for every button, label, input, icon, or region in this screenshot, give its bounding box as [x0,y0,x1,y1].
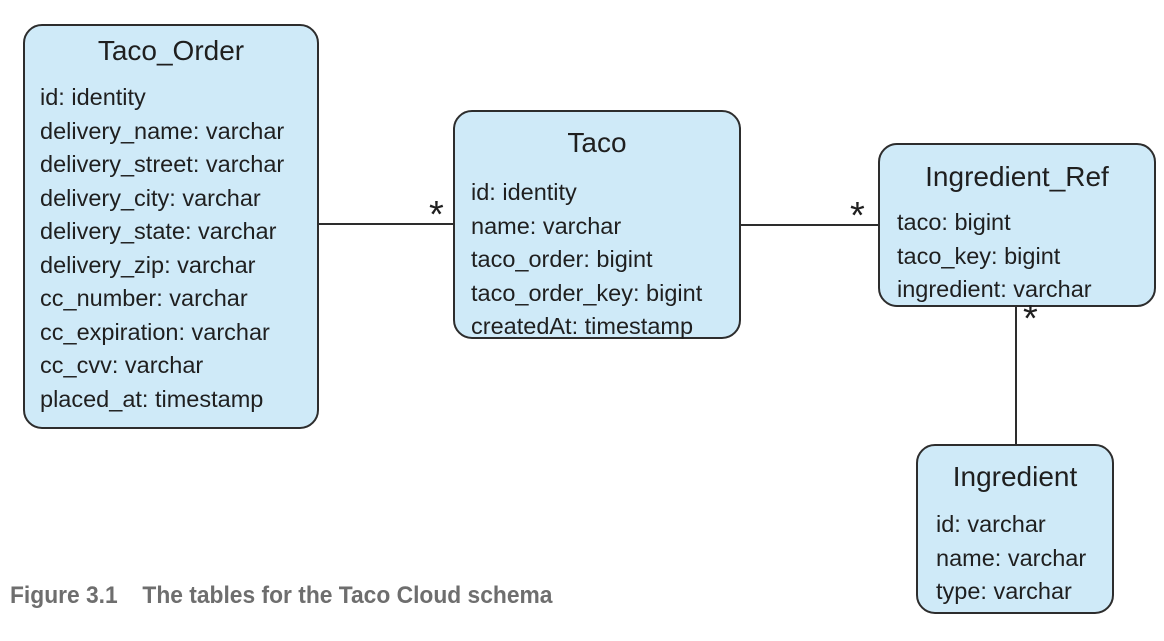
relation-line-taco-order-taco [319,223,453,225]
entity-taco-order: Taco_Order id: identity delivery_name: v… [23,24,319,429]
field-row: id: identity [40,84,146,110]
figure-caption-text: The tables for the Taco Cloud schema [142,582,553,609]
field-row: taco_order: bigint [471,246,653,272]
field-row: type: varchar [936,578,1072,604]
field-row: cc_number: varchar [40,285,248,311]
entity-ingredient-fields: id: varchar name: varchar type: varchar [918,508,1112,609]
entity-ingredient-ref: Ingredient_Ref taco: bigint taco_key: bi… [878,143,1156,307]
field-row: delivery_city: varchar [40,184,261,211]
field-row: delivery_state: varchar [40,218,277,244]
field-row: cc_cvv: varchar [40,352,204,378]
entity-ingredient: Ingredient id: varchar name: varchar typ… [916,444,1114,614]
field-row: name: varchar [471,212,622,239]
field-row: delivery_zip: varchar [40,251,256,278]
field-row: ingredient: varchar [897,276,1092,302]
entity-taco-order-title: Taco_Order [97,35,245,66]
field-row: delivery_street: varchar [40,151,285,177]
entity-taco: Taco id: identity name: varchar taco_ord… [453,110,741,339]
field-row: placed_at: timestamp [40,385,264,412]
field-row: createdAt: timestamp [471,313,694,339]
entity-taco-title: Taco [567,127,627,158]
field-row: id: varchar [936,511,1046,537]
entity-ingredient-title: Ingredient [952,461,1078,492]
entity-ingredient-ref-title: Ingredient_Ref [925,161,1109,192]
field-row: taco_key: bigint [897,242,1061,269]
figure-caption-label: Figure 3.1 [10,582,118,609]
multiplicity-star-ingredient-ref: * [850,195,865,237]
multiplicity-star-ingredient-ref-bottom: * [1023,298,1038,340]
field-row: cc_expiration: varchar [40,318,270,345]
multiplicity-star-taco: * [429,194,444,236]
field-row: taco_order_key: bigint [471,279,703,306]
figure-caption: Figure 3.1 The tables for the Taco Cloud … [10,582,552,610]
entity-ingredient-ref-fields: taco: bigint taco_key: bigint ingredient… [880,206,1154,307]
entity-taco-fields: id: identity name: varchar taco_order: b… [455,176,739,344]
entity-taco-order-fields: id: identity delivery_name: varchar deli… [25,81,317,416]
relation-line-ingredient-ref-ingredient [1015,307,1017,444]
field-row: id: identity [471,179,577,205]
field-row: taco: bigint [897,209,1011,235]
field-row: name: varchar [936,544,1087,571]
relation-line-taco-ingredient-ref [741,224,878,226]
field-row: delivery_name: varchar [40,117,285,144]
